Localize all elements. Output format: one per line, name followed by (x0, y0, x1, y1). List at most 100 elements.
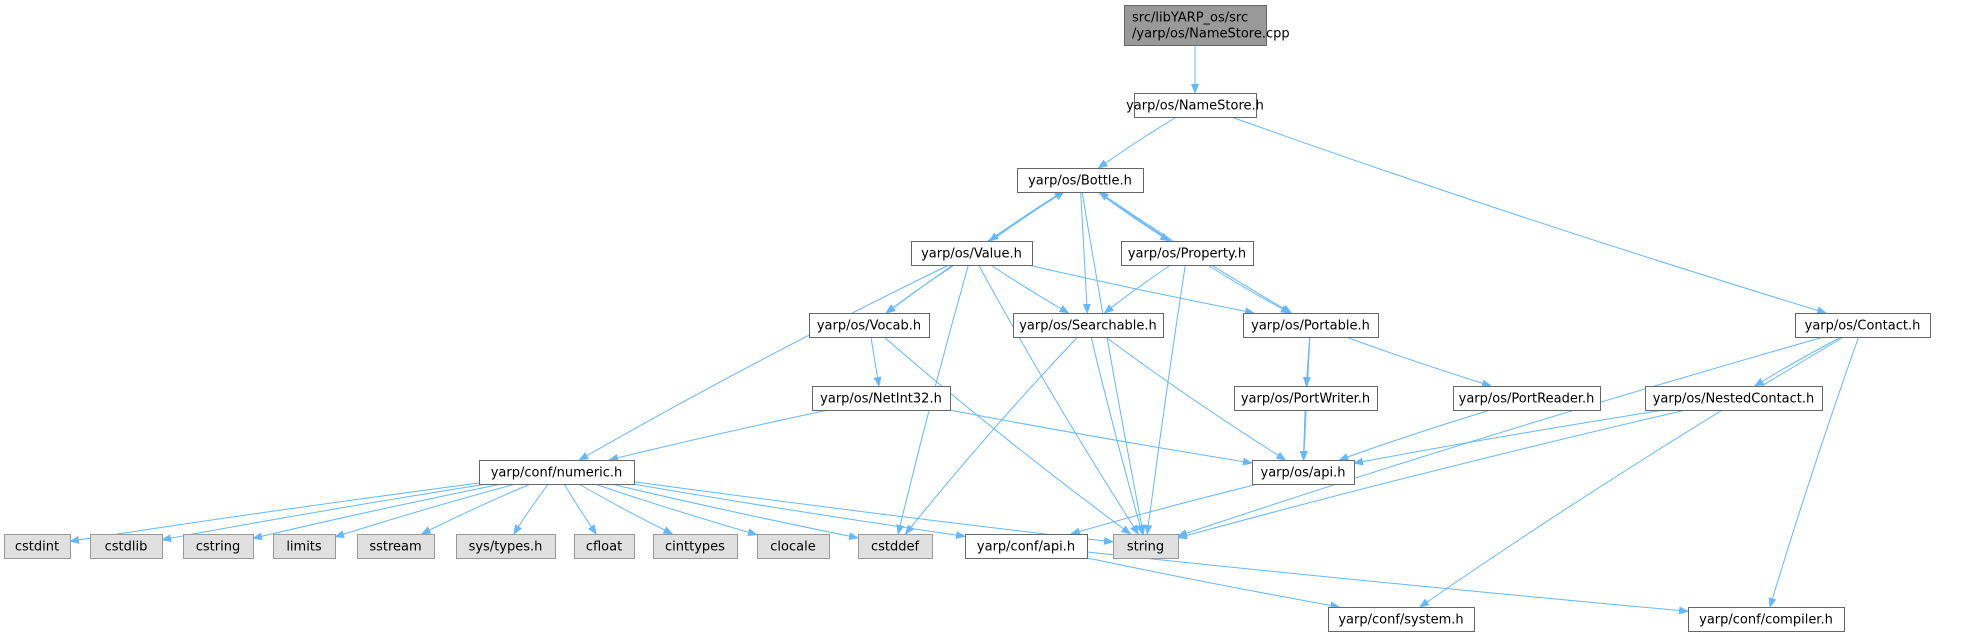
node-box-compiler (1688, 607, 1845, 632)
node-box-portreader (1453, 386, 1601, 411)
edge-numeric-to-cstring (252, 483, 502, 541)
edge-contact-to-compiler (1768, 336, 1860, 608)
edge-netint32-to-numeric (608, 409, 829, 462)
node-sstream: sstream (357, 534, 435, 559)
node-box-osapi (1252, 460, 1355, 485)
node-box-root (1124, 5, 1267, 46)
node-label-string: string (1127, 540, 1164, 555)
node-nestedcontact[interactable]: yarp/os/NestedContact.h (1645, 386, 1823, 411)
node-osapi[interactable]: yarp/os/api.h (1252, 460, 1355, 485)
edge-numeric-to-cfloat (563, 483, 597, 535)
node-portable[interactable]: yarp/os/Portable.h (1243, 313, 1379, 338)
edge-portreader-to-osapi (1338, 409, 1491, 461)
edge-property-to-string (1144, 264, 1186, 535)
node-label-searchable: yarp/os/Searchable.h (1019, 319, 1157, 334)
node-box-numeric (479, 460, 635, 485)
edge-searchable-to-string (1090, 336, 1144, 535)
edge-numeric-to-systypes (513, 483, 549, 535)
node-cstddef: cstddef (858, 534, 933, 559)
node-box-property (1121, 241, 1254, 266)
node-box-netint32 (812, 386, 951, 411)
node-cstdlib: cstdlib (90, 534, 163, 559)
node-limits: limits (273, 534, 336, 559)
edge-property-to-searchable (1103, 264, 1171, 314)
node-box-bottle (1017, 168, 1144, 193)
edge-numeric-to-cinttypes (578, 483, 674, 535)
node-system[interactable]: yarp/conf/system.h (1328, 607, 1475, 632)
node-searchable[interactable]: yarp/os/Searchable.h (1013, 313, 1164, 338)
edge-numeric-to-cstdint (69, 482, 480, 544)
node-root[interactable]: src/libYARP_os/src/yarp/os/NameStore.cpp (1124, 5, 1290, 46)
node-label-bottle: yarp/os/Bottle.h (1028, 174, 1132, 189)
node-label-value: yarp/os/Value.h (921, 247, 1022, 262)
edge-value-to-portable (1027, 264, 1255, 316)
node-label-namestore: yarp/os/NameStore.h (1126, 99, 1264, 114)
node-label-system: yarp/conf/system.h (1338, 613, 1463, 628)
node-box-portwriter (1234, 386, 1378, 411)
node-systypes: sys/types.h (456, 534, 556, 559)
node-contact[interactable]: yarp/os/Contact.h (1795, 313, 1931, 338)
edge-contact-to-nestedcontact (1753, 336, 1842, 387)
edge-bottle-to-string (1081, 191, 1146, 535)
node-box-cstdint (4, 534, 71, 559)
node-cstring: cstring (183, 534, 254, 559)
node-label-portreader: yarp/os/PortReader.h (1459, 392, 1595, 407)
edge-portable-to-portreader (1345, 336, 1492, 388)
node-box-searchable (1013, 313, 1164, 338)
node-property[interactable]: yarp/os/Property.h (1121, 241, 1254, 266)
node-label-osapi: yarp/os/api.h (1261, 466, 1346, 481)
node-box-systypes (456, 534, 556, 559)
edge-value-to-string (978, 264, 1139, 535)
nodes-layer: src/libYARP_os/src/yarp/os/NameStore.cpp… (4, 5, 1931, 632)
edge-value-to-numeric (578, 264, 949, 461)
edge-property-to-bottle (1098, 191, 1172, 242)
node-label-netint32: yarp/os/NetInt32.h (820, 392, 942, 407)
node-label-cstdint: cstdint (15, 540, 59, 555)
node-box-limits (273, 534, 336, 559)
edge-numeric-to-confapi (632, 483, 966, 540)
edge-portwriter-to-osapi (1299, 409, 1308, 461)
node-box-value (911, 241, 1033, 266)
node-label-root: src/libYARP_os/src/yarp/os/NameStore.cpp (1132, 11, 1290, 42)
node-bottle[interactable]: yarp/os/Bottle.h (1017, 168, 1144, 193)
node-label-cfloat: cfloat (586, 540, 622, 555)
node-value[interactable]: yarp/os/Value.h (911, 241, 1033, 266)
node-portwriter[interactable]: yarp/os/PortWriter.h (1234, 386, 1378, 411)
node-vocab[interactable]: yarp/os/Vocab.h (809, 313, 930, 338)
node-box-clocale (757, 534, 830, 559)
node-label-limits: limits (286, 540, 322, 555)
edge-numeric-to-string (633, 481, 1114, 545)
node-compiler[interactable]: yarp/conf/compiler.h (1688, 607, 1845, 632)
node-box-contact (1795, 313, 1931, 338)
edges-layer (69, 44, 1860, 615)
node-box-namestore (1134, 93, 1257, 118)
node-box-sstream (357, 534, 435, 559)
node-numeric[interactable]: yarp/conf/numeric.h (479, 460, 635, 485)
node-label-confapi: yarp/conf/api.h (977, 540, 1075, 555)
node-confapi[interactable]: yarp/conf/api.h (965, 534, 1088, 559)
node-label-cstddef: cstddef (871, 540, 920, 555)
node-label-portable: yarp/os/Portable.h (1251, 319, 1370, 334)
edge-namestore-to-bottle (1097, 116, 1177, 169)
node-label-property: yarp/os/Property.h (1128, 247, 1246, 262)
edge-namestore-to-contact (1231, 116, 1828, 315)
node-netint32[interactable]: yarp/os/NetInt32.h (812, 386, 951, 411)
node-string: string (1113, 534, 1179, 559)
node-label-cstdlib: cstdlib (105, 540, 148, 555)
edge-bottle-to-searchable (1080, 191, 1091, 314)
node-namestore[interactable]: yarp/os/NameStore.h (1126, 93, 1264, 118)
node-box-system (1328, 607, 1475, 632)
edge-contact-to-string (1177, 336, 1824, 537)
edge-confapi-to-system (1086, 557, 1341, 610)
node-cstdint: cstdint (4, 534, 71, 559)
node-box-cstddef (858, 534, 933, 559)
edge-vocab-to-string (883, 336, 1132, 535)
node-box-cstring (183, 534, 254, 559)
node-portreader[interactable]: yarp/os/PortReader.h (1453, 386, 1601, 411)
node-box-cfloat (574, 534, 635, 559)
edge-searchable-to-cstddef (904, 336, 1078, 535)
node-cfloat: cfloat (574, 534, 635, 559)
edge-vocab-to-netint32 (870, 336, 882, 387)
node-label-portwriter: yarp/os/PortWriter.h (1241, 392, 1370, 407)
